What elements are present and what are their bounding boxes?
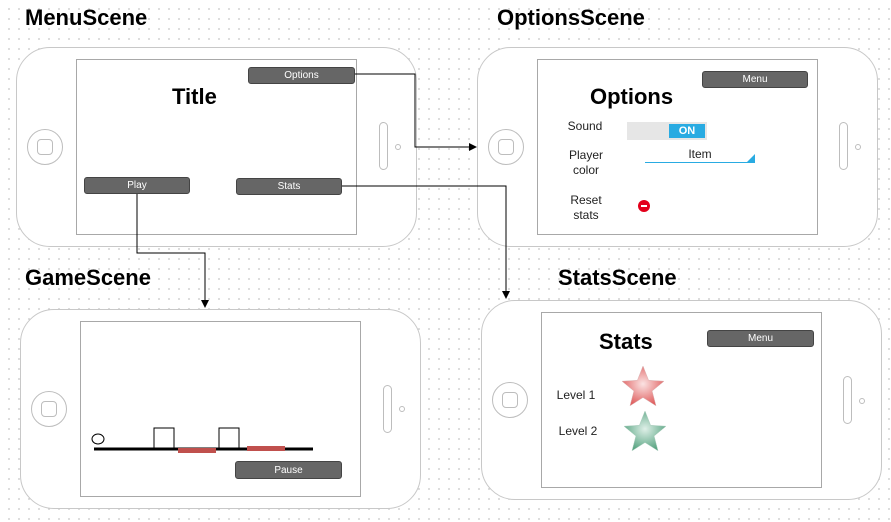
sound-toggle[interactable]: ON [627,122,707,140]
game-home-button [31,391,67,427]
player-ball [91,433,105,445]
options-side-pill [839,122,848,170]
player-color-select[interactable]: Item [645,147,755,163]
arrow-play-to-gamescene [136,194,209,308]
reset-stats-icon[interactable] [638,200,650,212]
menu-title: Title [172,84,217,109]
stats-side-dot [859,398,865,404]
options-menu-button[interactable]: Menu [702,71,808,88]
options-side-dot [855,144,861,150]
menu-side-pill [379,122,388,170]
arrow-stats-to-statsscene [342,185,510,299]
game-side-dot [399,406,405,412]
obstacle-box-1 [153,427,175,449]
player-color-value: Item [688,147,712,161]
obstacle-box-2 [218,427,240,449]
player-color-label: Player color [568,148,603,177]
options-scene-title: OptionsScene [497,5,645,30]
reset-stats-label: Reset stats [570,193,602,222]
stats-side-pill [843,376,852,424]
game-scene-title: GameScene [25,265,151,290]
menu-screen [76,59,357,235]
pause-button[interactable]: Pause [235,461,342,479]
options-heading: Options [590,84,674,109]
stats-heading: Stats [599,329,653,354]
level1-label: Level 1 [556,388,596,402]
stats-scene-title: StatsScene [558,265,677,290]
hazard-strip-1 [178,448,216,453]
stats-menu-button[interactable]: Menu [707,330,814,347]
menu-scene-title: MenuScene [25,5,148,30]
menu-side-dot [395,144,401,150]
stats-home-button [492,382,528,418]
options-screen [537,59,818,235]
hazard-strip-2 [247,446,285,451]
menu-home-button [27,129,63,165]
dropdown-arrow-icon [747,154,755,162]
level2-star-icon [623,410,667,452]
options-home-button [488,129,524,165]
level2-label: Level 2 [558,424,598,438]
stats-button[interactable]: Stats [236,178,342,195]
game-side-pill [383,385,392,433]
sound-toggle-on: ON [669,124,705,138]
level1-star-icon [621,365,665,407]
arrow-options-to-optionsscene [355,73,477,151]
options-button[interactable]: Options [248,67,355,84]
play-button[interactable]: Play [84,177,190,194]
sound-label: Sound [567,119,603,133]
